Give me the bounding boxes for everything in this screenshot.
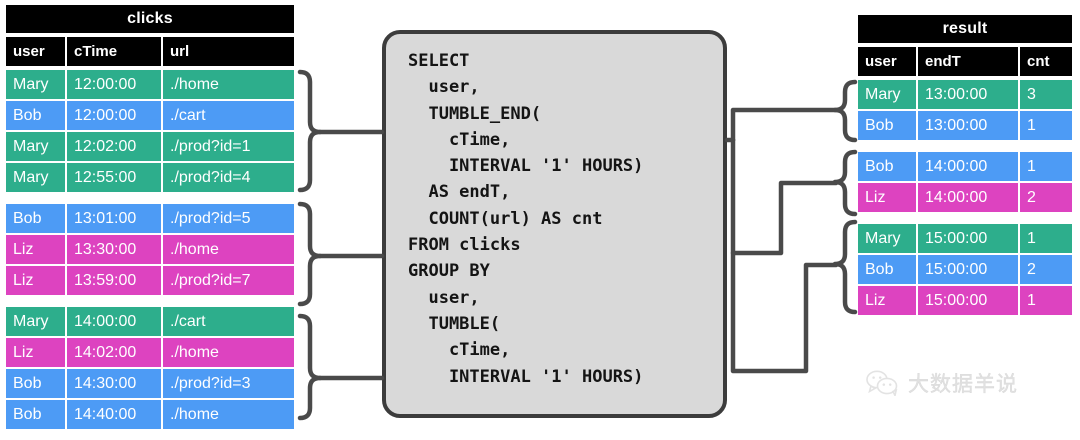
table-cell-cnt: 1 — [1020, 111, 1072, 142]
table-cell-user: Liz — [858, 183, 918, 214]
table-cell-url: ./prod?id=3 — [163, 369, 294, 400]
table-cell-cnt: 2 — [1020, 255, 1072, 286]
table-cell-cnt: 1 — [1020, 286, 1072, 317]
table-cell-user: Liz — [6, 266, 67, 297]
column-header-user: user — [6, 37, 67, 66]
table-cell-url: ./prod?id=7 — [163, 266, 294, 297]
column-header-ctime: cTime — [67, 37, 163, 66]
table-cell-cnt: 3 — [1020, 80, 1072, 111]
left-bracket-group-1 — [297, 69, 323, 193]
table-cell-user: Mary — [858, 224, 918, 255]
left-bracket-group-2 — [297, 201, 323, 307]
table-cell-endt: 15:00:00 — [918, 255, 1020, 286]
table-cell-url: ./home — [163, 338, 294, 369]
table-cell-user: Liz — [6, 235, 67, 266]
right-bracket-group-1 — [832, 79, 858, 143]
table-cell-user: Bob — [858, 152, 918, 183]
table-cell-ctime: 12:55:00 — [67, 163, 163, 194]
table-cell-url: ./cart — [163, 307, 294, 338]
wechat-bubbles-icon — [866, 370, 898, 396]
right-bracket-group-3 — [832, 219, 858, 315]
clicks-table-title: clicks — [6, 5, 294, 33]
table-cell-endt: 15:00:00 — [918, 224, 1020, 255]
table-cell-user: Bob — [858, 111, 918, 142]
column-header-url: url — [163, 37, 294, 66]
watermark-text: 大数据羊说 — [908, 372, 1018, 396]
table-cell-ctime: 12:02:00 — [67, 132, 163, 163]
table-cell-endt: 15:00:00 — [918, 286, 1020, 317]
result-table-title: result — [858, 15, 1072, 43]
table-cell-ctime: 14:02:00 — [67, 338, 163, 369]
table-cell-ctime: 13:30:00 — [67, 235, 163, 266]
table-cell-ctime: 14:30:00 — [67, 369, 163, 400]
column-header-endt: endT — [918, 47, 1020, 76]
table-cell-user: Mary — [6, 307, 67, 338]
table-cell-ctime: 13:01:00 — [67, 204, 163, 235]
table-cell-cnt: 1 — [1020, 152, 1072, 183]
table-cell-user: Bob — [6, 204, 67, 235]
table-cell-url: ./cart — [163, 101, 294, 132]
table-cell-user: Bob — [858, 255, 918, 286]
right-route-group-2 — [730, 137, 839, 256]
table-cell-user: Mary — [6, 163, 67, 194]
table-cell-ctime: 12:00:00 — [67, 101, 163, 132]
table-cell-endt: 14:00:00 — [918, 152, 1020, 183]
table-cell-url: ./home — [163, 400, 294, 431]
table-cell-user: Mary — [6, 132, 67, 163]
table-cell-user: Mary — [858, 80, 918, 111]
table-cell-cnt: 2 — [1020, 183, 1072, 214]
table-cell-user: Mary — [6, 70, 67, 101]
left-bracket-group-3 — [297, 313, 323, 421]
sql-query-text: SELECT user, TUMBLE_END( cTime, INTERVAL… — [408, 51, 644, 387]
table-cell-endt: 13:00:00 — [918, 80, 1020, 111]
table-cell-user: Liz — [6, 338, 67, 369]
table-cell-user: Bob — [6, 101, 67, 132]
table-cell-user: Liz — [858, 286, 918, 317]
table-cell-endt: 13:00:00 — [918, 111, 1020, 142]
column-header-cnt: cnt — [1020, 47, 1072, 76]
sql-query-box: SELECT user, TUMBLE_END( cTime, INTERVAL… — [382, 30, 727, 418]
table-cell-url: ./home — [163, 70, 294, 101]
table-cell-user: Bob — [6, 369, 67, 400]
right-route-group-1 — [730, 107, 839, 143]
table-cell-ctime: 12:00:00 — [67, 70, 163, 101]
right-bracket-group-2 — [832, 149, 858, 217]
table-cell-url: ./home — [163, 235, 294, 266]
table-cell-ctime: 14:40:00 — [67, 400, 163, 431]
table-cell-url: ./prod?id=4 — [163, 163, 294, 194]
column-header-user: user — [858, 47, 918, 76]
table-cell-endt: 14:00:00 — [918, 183, 1020, 214]
table-cell-ctime: 14:00:00 — [67, 307, 163, 338]
table-cell-ctime: 13:59:00 — [67, 266, 163, 297]
table-cell-cnt: 1 — [1020, 224, 1072, 255]
table-cell-url: ./prod?id=1 — [163, 132, 294, 163]
right-route-group-3 — [730, 250, 839, 374]
table-cell-url: ./prod?id=5 — [163, 204, 294, 235]
table-cell-user: Bob — [6, 400, 67, 431]
watermark: 大数据羊说 — [866, 368, 1018, 398]
